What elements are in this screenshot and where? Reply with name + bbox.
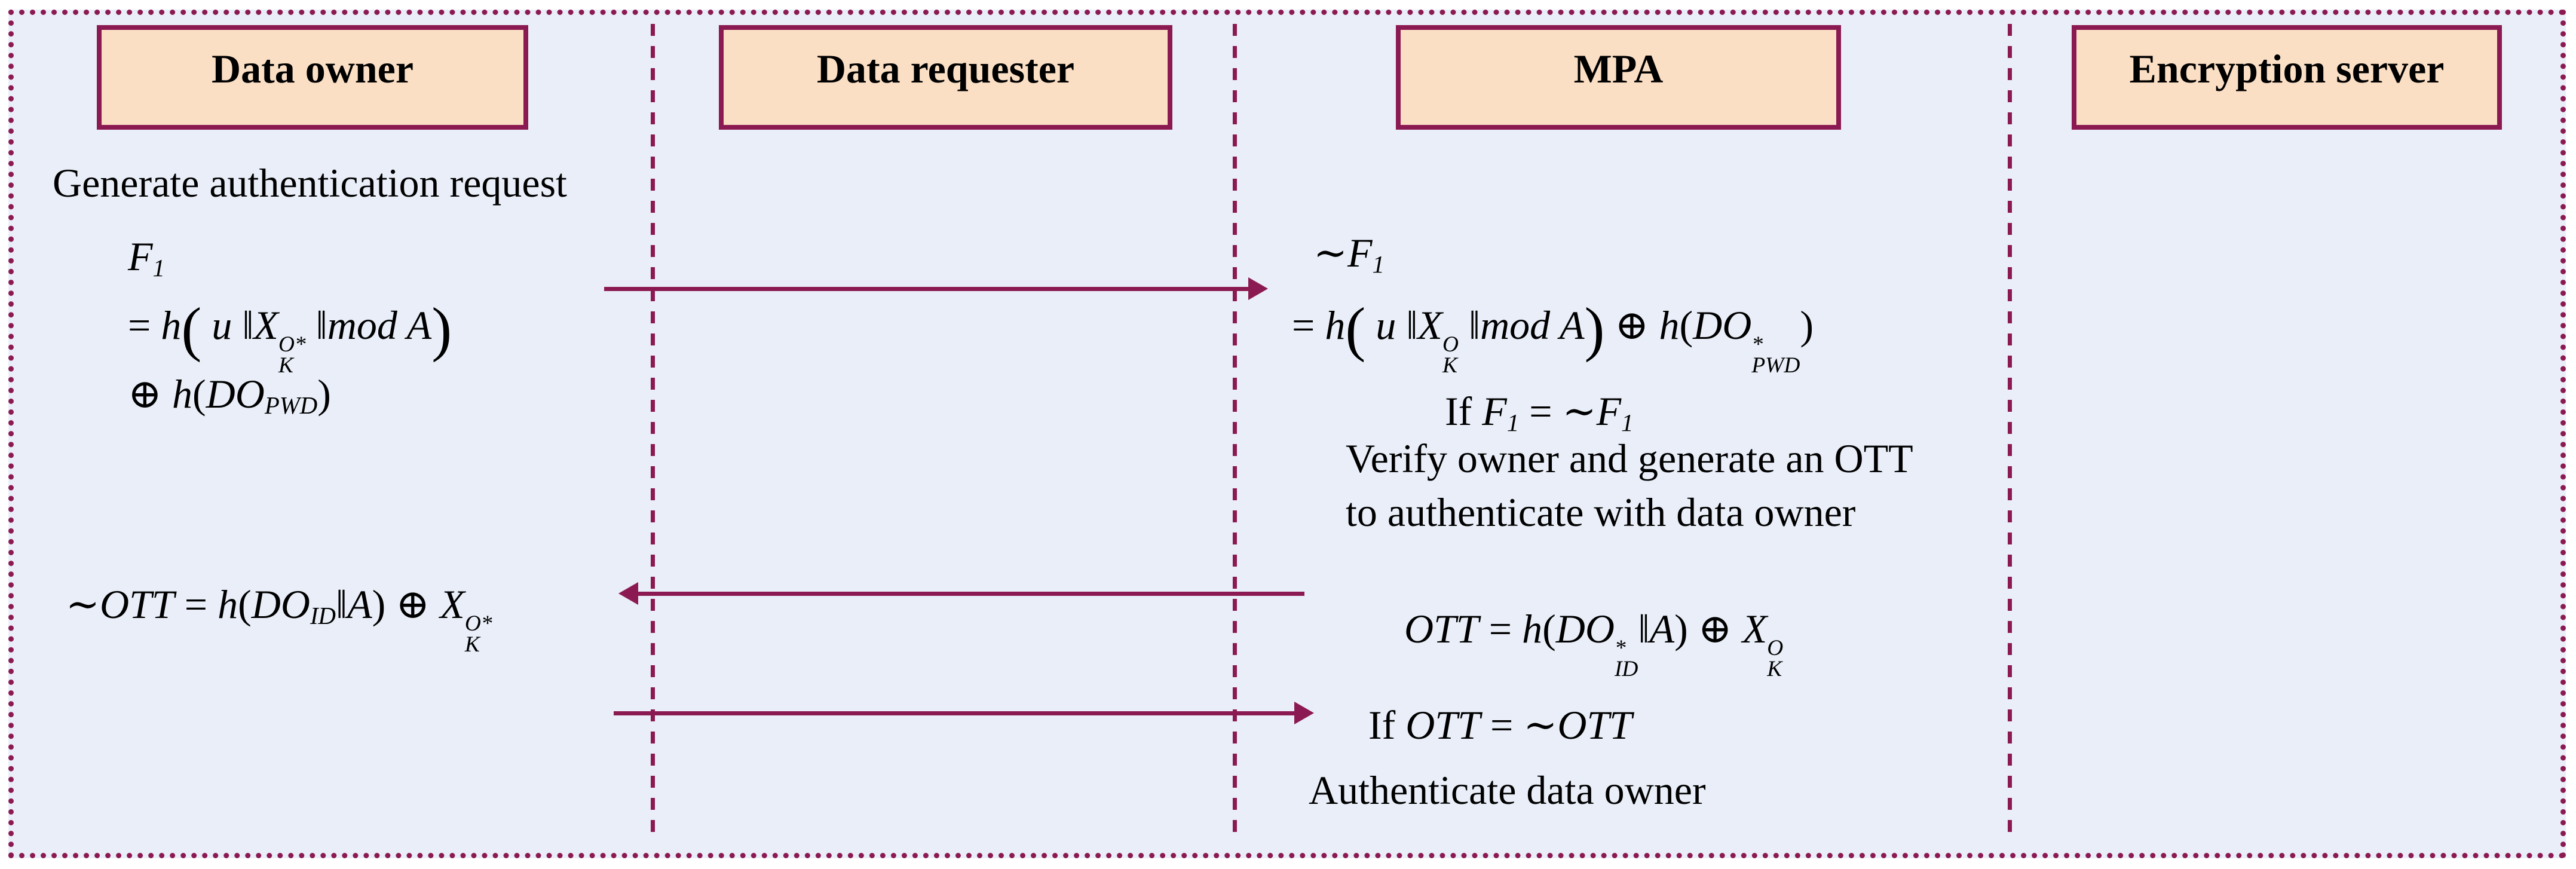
actor-label-mpa: MPA (1573, 45, 1664, 91)
actor-label-data-requester: Data requester (816, 45, 1075, 91)
note-verify-owner-line1: Verify owner and generate an OTT (1346, 436, 1913, 481)
lane-separator-1 (651, 24, 655, 836)
note-verify-owner-line2: to authenticate with data owner (1346, 489, 1856, 535)
message-arrow-ott-reply-line (614, 711, 1295, 715)
lane-separator-3 (2008, 24, 2012, 836)
message-arrow-f1-line (604, 287, 1249, 291)
arrowhead-left-icon (618, 582, 638, 605)
arrowhead-right-icon (1294, 702, 1314, 724)
actor-box-encryption-server: Encryption server (2072, 25, 2502, 130)
actor-box-data-owner: Data owner (97, 25, 528, 130)
actor-label-data-owner: Data owner (211, 45, 414, 91)
actor-box-data-requester: Data requester (719, 25, 1172, 130)
message-arrow-ott-line (637, 592, 1304, 596)
diagram-frame (8, 10, 2566, 858)
formula-f1-label: F1 (128, 234, 165, 282)
note-if-f1-equals: If F1 = ∼F1 (1445, 388, 1634, 437)
note-generate-request: Generate authentication request (53, 160, 567, 206)
actor-label-encryption-server: Encryption server (2129, 45, 2445, 91)
note-authenticate-owner: Authenticate data owner (1309, 767, 1706, 813)
actor-box-mpa: MPA (1396, 25, 1841, 130)
formula-f1-xor-term: ⊕ h(DOPWD) (128, 371, 331, 420)
lane-separator-2 (1233, 24, 1237, 836)
note-if-ott-equals: If OTT = ∼OTT (1368, 702, 1632, 748)
formula-f1-tilde-label: ∼F1 (1313, 230, 1385, 279)
arrowhead-right-icon (1248, 277, 1268, 300)
